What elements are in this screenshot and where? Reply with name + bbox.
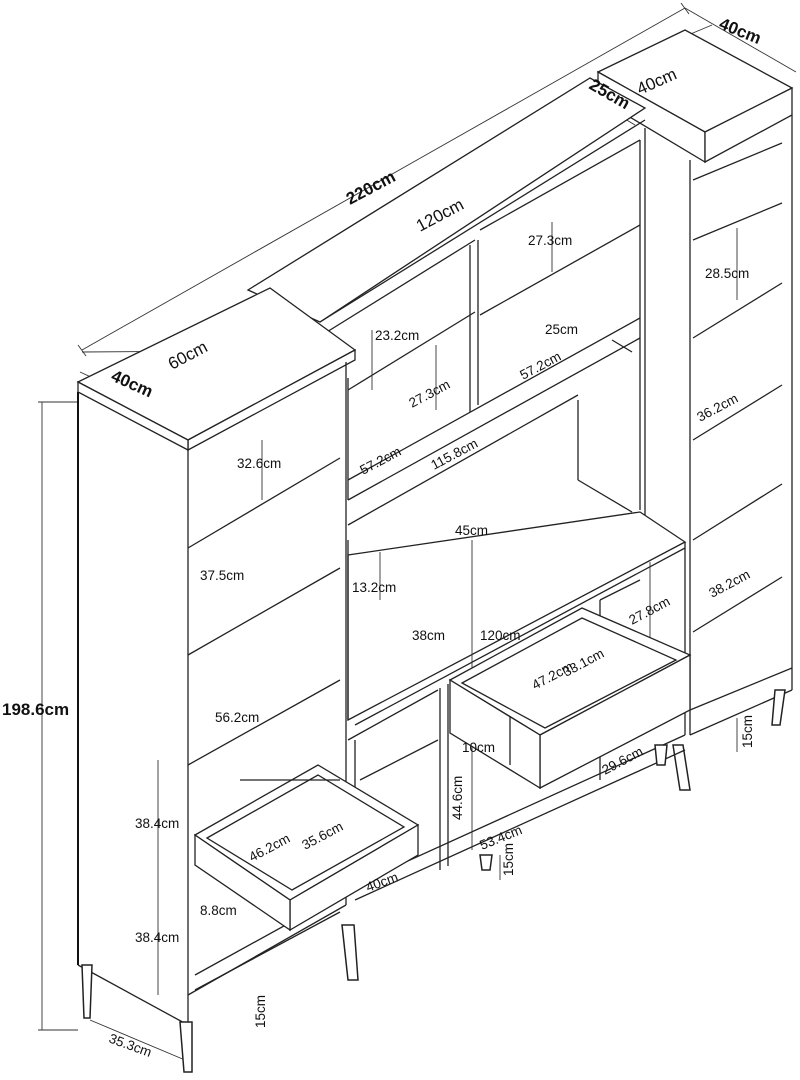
label-m-top-h4: 25cm — [545, 322, 578, 337]
label-m-desk-d2: 38cm — [412, 628, 445, 643]
middle-drawer — [448, 607, 692, 790]
label-m-desk-h: 13.2cm — [352, 580, 396, 595]
label-leg-span: 35.3cm — [107, 1031, 154, 1060]
label-l-shelf1: 32.6cm — [237, 456, 281, 471]
label-l-shelf3: 56.2cm — [215, 710, 259, 725]
label-l-shelf2: 37.5cm — [200, 568, 244, 583]
label-m-top-h1: 23.2cm — [375, 328, 419, 343]
label-mid-leg: 15cm — [501, 843, 516, 876]
label-r-shelf2: 36.2cm — [694, 391, 740, 425]
label-l-drawer-h: 8.8cm — [200, 903, 237, 918]
middle-unit — [246, 77, 687, 981]
label-right-depth: 40cm — [717, 14, 764, 48]
label-left-leg: 15cm — [253, 995, 268, 1028]
dimension-lines — [38, 2, 797, 1061]
left-tower — [76, 287, 357, 1073]
label-right-leg: 15cm — [740, 715, 755, 748]
label-l-door-top: 38.4cm — [135, 816, 179, 831]
label-m-top-w2: 57.2cm — [517, 349, 563, 383]
label-r-shelf1: 28.5cm — [705, 266, 749, 281]
label-m-desk-w: 120cm — [480, 628, 521, 643]
label-m-right-h: 27.8cm — [626, 594, 672, 628]
label-m-desk-d: 45cm — [455, 523, 488, 538]
label-m-top-h2: 27.3cm — [528, 233, 572, 248]
label-l-door-bottom: 38.4cm — [135, 930, 179, 945]
left-drawer — [193, 764, 420, 932]
label-height: 198.6cm — [2, 700, 69, 719]
label-m-low-h: 44.6cm — [450, 776, 465, 820]
right-tower — [596, 29, 794, 791]
label-m-top-h3: 27.3cm — [406, 377, 452, 411]
label-m-drawer-h: 10cm — [462, 740, 495, 755]
label-r-shelf3: 38.2cm — [706, 567, 752, 601]
